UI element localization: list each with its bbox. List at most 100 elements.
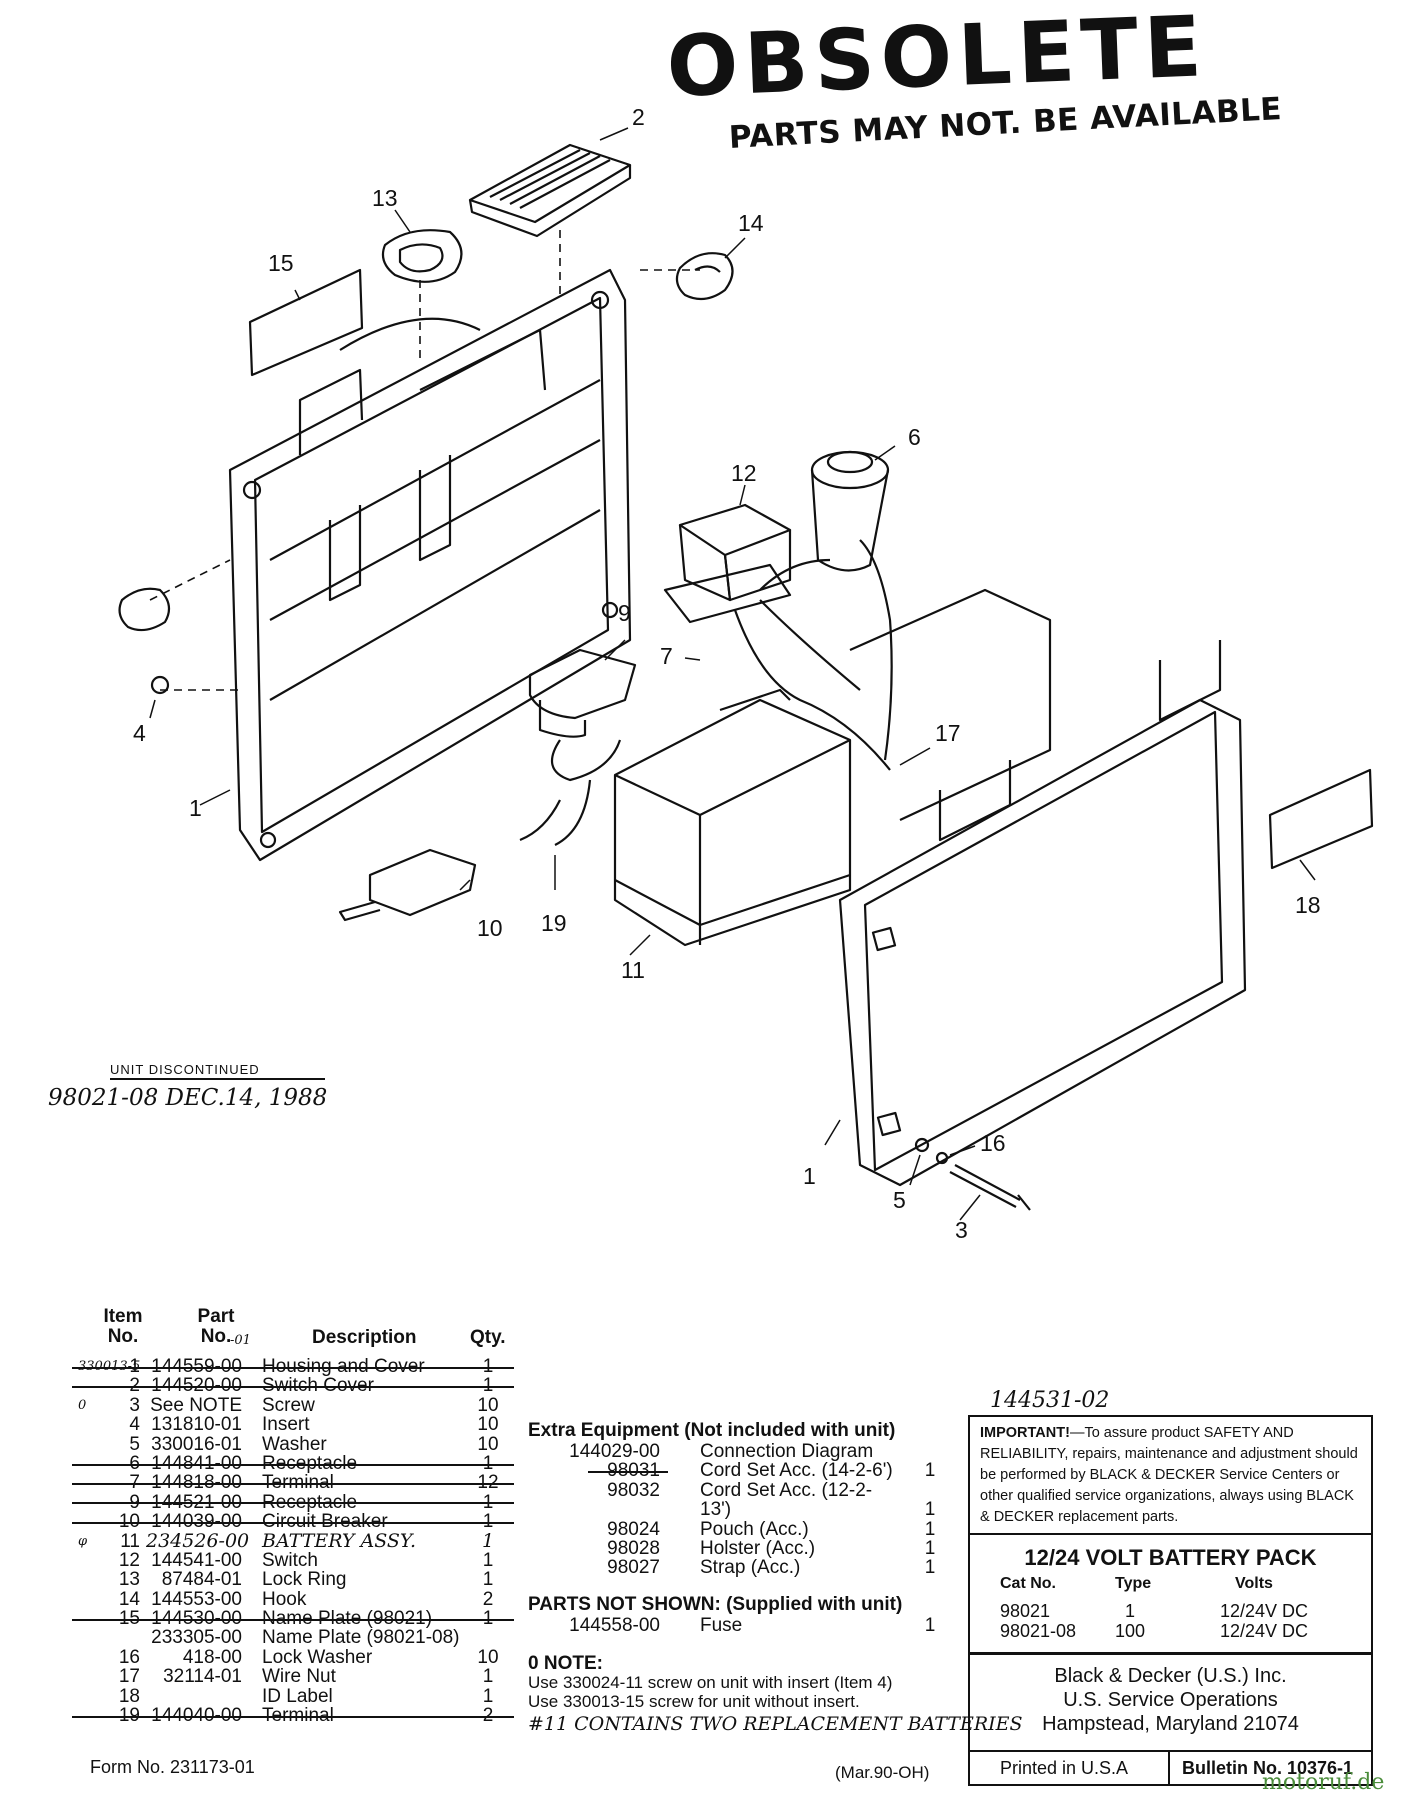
pack-header-type: Type [1115,1575,1152,1592]
description: Receptacle [262,1491,358,1513]
part-no: 98028 [607,1537,660,1559]
callout-11: 11 [621,957,645,983]
item-no: 5 [129,1433,140,1455]
description: Insert [262,1414,310,1436]
printed-in: Printed in U.S.A [1000,1758,1129,1778]
quantity: 1 [924,1518,936,1540]
insert [150,675,170,695]
quantity: 1 [924,1557,936,1579]
header-item: Item No. [103,1306,143,1347]
description: Name Plate (98021-08) [262,1627,460,1649]
callout-10: 10 [477,915,503,941]
extra-equipment-title: Extra Equipment (Not included with unit) [528,1420,896,1441]
item-no: 15 [118,1608,140,1630]
lock-washer [935,1151,949,1165]
callout-leaders [149,127,1316,1221]
description: Hook [262,1588,307,1610]
item-no: 2 [129,1375,140,1397]
hook-right [675,252,734,301]
quantity: 10 [477,1394,499,1416]
description: Terminal [262,1705,334,1727]
description: 13') [700,1499,732,1521]
quantity: 2 [482,1705,494,1727]
callout-12: 12 [731,460,757,486]
quantity: 2 [482,1588,494,1610]
screw [949,1164,1031,1211]
callout-16: 16 [980,1130,1006,1156]
strikethrough [72,1715,514,1718]
item-no: 7 [129,1472,140,1494]
housing-cover-front [838,640,1247,1187]
callout-9: 9 [618,600,631,626]
pack-type: 100 [1115,1621,1146,1641]
part-no: 144039-00 [151,1511,242,1533]
pack-cat: 98021-08 [1000,1621,1077,1641]
note-line-1: Use 330024-11 screw on unit with insert … [528,1673,893,1692]
battery-block [613,588,1052,947]
description: Strap (Acc.) [700,1557,801,1579]
watermark: motoruf.de [1262,1770,1385,1795]
parts-not-shown-title: PARTS NOT SHOWN: (Supplied with unit) [528,1593,903,1615]
description: Washer [262,1433,327,1455]
switch-cover [468,143,632,238]
callout-15: 15 [268,250,294,276]
address-block: Black & Decker (U.S.) Inc. U.S. Service … [968,1652,1373,1752]
item-no: 16 [118,1646,140,1668]
quantity: 1 [482,1491,494,1513]
item-no: 19 [118,1705,140,1727]
callout-18: 18 [1295,892,1321,918]
receptacle-6 [810,450,890,572]
strikethrough [72,1618,514,1621]
part-no: 144530-00 [151,1608,242,1630]
part-no: See NOTE [150,1394,242,1416]
description: Terminal [262,1472,334,1494]
pack-volts: 12/24V DC [1220,1601,1309,1621]
name-plate-label [248,268,364,377]
callout-3: 3 [955,1217,968,1243]
important-notice: IMPORTANT!—To assure product SAFETY AND … [968,1415,1373,1535]
description: Circuit Breaker [262,1511,388,1533]
callout-14: 14 [738,210,764,236]
address-line-3: Hampstead, Maryland 21074 [1042,1713,1299,1735]
id-label [1268,768,1374,870]
washer [914,1137,930,1153]
description: Switch Cover [262,1375,374,1397]
quantity: 1 [924,1499,936,1521]
note-handwritten: #11 CONTAINS TWO REPLACEMENT BATTERIES [528,1713,1023,1735]
row-mark: φ [78,1533,88,1549]
item-no: 1 [129,1356,140,1377]
pack-row: 98021 1 12/24V DC [970,1601,1371,1621]
description: Screw [262,1394,315,1416]
pns-part: 144558-00 [569,1614,660,1636]
quantity: 1 [924,1460,936,1482]
strikethrough [72,1502,514,1505]
quantity: 1 [482,1452,494,1474]
item-no: 12 [118,1549,140,1571]
print-footer: Printed in U.S.A Bulletin No. 10376-1 [968,1750,1373,1786]
important-text: —To assure product SAFETY AND RELIABILIT… [980,1425,1358,1525]
lock-ring [381,229,463,283]
discontinued-handwritten: 98021-08 DEC.14, 1988 [48,1085,328,1111]
pack-header-volts: Volts [1235,1575,1273,1592]
quantity: 1 [482,1549,494,1571]
battery-pack-table: 12/24 VOLT BATTERY PACK Cat No. Type Vol… [968,1535,1373,1655]
part-no: 330016-01 [151,1433,242,1455]
callout-4: 4 [133,720,146,746]
bulletin-number: Bulletin No. 10376-1 [1182,1758,1354,1778]
description: Name Plate (98021) [262,1608,433,1630]
part-no: 144818-00 [151,1472,242,1494]
